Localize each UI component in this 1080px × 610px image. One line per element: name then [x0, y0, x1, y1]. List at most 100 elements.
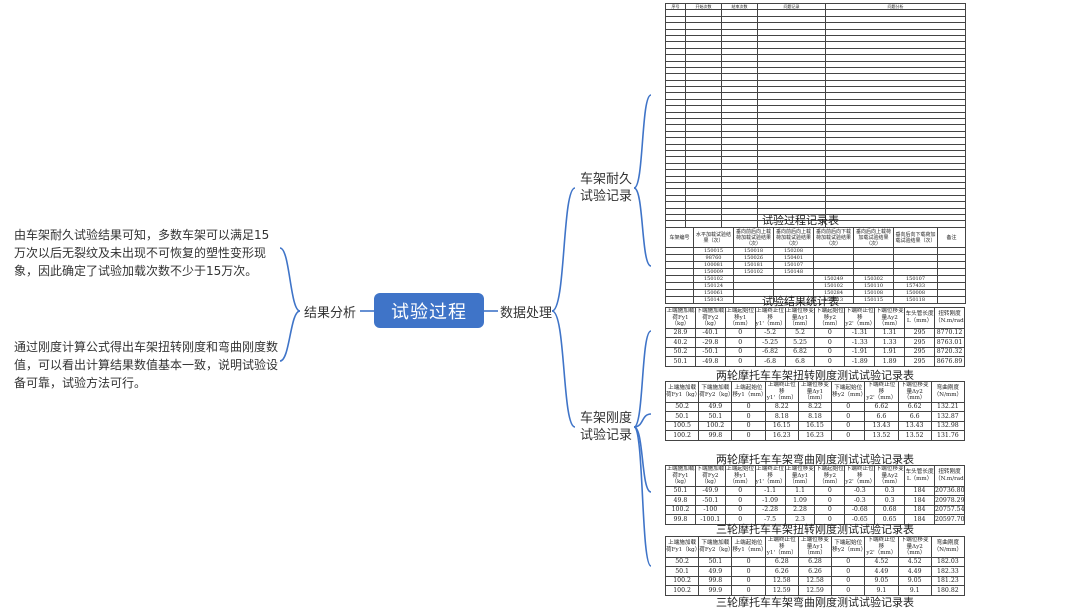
result-analysis-node[interactable]: 结果分析 — [304, 306, 357, 321]
table-cell — [825, 86, 966, 94]
table-cell: 8.18 — [764, 411, 799, 422]
table-cell: 182.03 — [930, 556, 966, 568]
table-cell: 20757.54 — [934, 504, 965, 516]
table-cell: 6.6 — [864, 411, 899, 422]
table-cell: 150302 — [853, 275, 894, 283]
table-cell — [853, 261, 894, 269]
table-cell: 184 — [904, 485, 936, 497]
header-cell: 水平加载试验结果（次） — [693, 227, 734, 248]
edge-rigidity-t4 — [633, 426, 652, 567]
table-cell: 100.2 — [664, 430, 700, 441]
table-cell: 150009 — [693, 268, 734, 276]
table-cell: 6.62 — [897, 401, 932, 413]
table-cell: 0 — [731, 430, 766, 441]
table-cell: 150102 — [813, 282, 854, 290]
table-cell: -50.1 — [694, 495, 726, 506]
table-cell: 6.26 — [764, 566, 799, 577]
table-cell: 4.49 — [864, 566, 899, 577]
edge-durability-stats — [633, 187, 652, 267]
table-cell — [937, 254, 966, 262]
table-cell — [937, 268, 966, 276]
table-cell: 8.18 — [797, 411, 833, 422]
table-cell: 0 — [831, 575, 866, 587]
table-cell: 0 — [814, 504, 846, 516]
table-cell — [665, 261, 694, 269]
table-cell: 4.52 — [897, 556, 932, 568]
header-cell: 上端起始位移y1（mm） — [731, 536, 766, 558]
table-row — [665, 66, 966, 75]
durability-stats-table: 车架编号水平加载试验结果（次）垂向前后向上载荷加载试验结果（次）垂向前后向上载荷… — [665, 227, 966, 304]
header-cell: 下端终止位移y2'（mm） — [844, 307, 876, 329]
header-cell: 上端位移变量Δy1（mm） — [797, 536, 833, 558]
table-cell: 0 — [731, 401, 766, 413]
table-cell: 0 — [731, 411, 766, 422]
table-cell: -1.91 — [844, 346, 876, 358]
table-cell — [773, 275, 814, 283]
table-cell: 0 — [814, 485, 846, 497]
table-cell: 50.2 — [665, 346, 696, 358]
table-cell: 28.9 — [665, 327, 696, 339]
table-cell: 184 — [904, 504, 936, 516]
table-cell: 150018 — [733, 247, 774, 255]
table-row — [665, 60, 966, 68]
table-cell: 8.22 — [764, 401, 799, 413]
header-cell: 上端终止位移y1'（mm） — [764, 381, 799, 403]
rigidity-table-two-wheel-bending: 上端施加载荷Fy1（kg）下端施加载荷Fy2（kg）上端起始位移y1（mm）上端… — [664, 381, 966, 441]
table-cell — [665, 289, 694, 297]
header-cell: 垂向后向下载荷加载试验结果（次） — [893, 227, 938, 248]
table-row — [665, 137, 966, 145]
table-cell: 0 — [831, 401, 866, 413]
rigidity-test-node[interactable]: 车架刚度试验记录 — [579, 411, 632, 443]
analysis-note-rigidity[interactable]: 通过刚度计算公式得出车架扭转刚度和弯曲刚度数值，可以看出计算结果数值基本一致，说… — [14, 340, 279, 390]
table-cell: 100.2 — [698, 420, 733, 432]
table-row — [665, 105, 966, 113]
header-cell: 扭转刚度（N.m/rad） — [934, 307, 965, 329]
table-cell: 6.28 — [797, 556, 833, 568]
header-cell: 下端起始位移y2（mm） — [831, 536, 866, 558]
table-cell: 49.8 — [665, 495, 696, 506]
table-cell: 0 — [724, 485, 756, 497]
header-cell: 垂向前后向上载荷加载试验结果（次） — [773, 227, 814, 248]
table-cell: 0 — [814, 327, 846, 339]
header-cell: 扭转刚度（N.m/rad） — [934, 465, 965, 487]
table-cell: 132.87 — [930, 411, 966, 422]
table-cell: 295 — [904, 337, 936, 348]
table-cell: 150143 — [693, 296, 734, 304]
table-cell — [937, 247, 966, 255]
table-cell: -1.09 — [754, 495, 786, 506]
table-cell: -49.8 — [694, 356, 726, 367]
table-cell: 150061 — [693, 289, 734, 297]
header-cell: 车头管长度L（mm） — [904, 307, 936, 329]
analysis-note-durability[interactable]: 由车架耐久试验结果可知，多数车架可以满足15万次以后无裂纹及未出现不可恢复的塑性… — [14, 228, 270, 278]
table-cell: 150118 — [893, 296, 938, 304]
table-cell — [937, 261, 966, 269]
table-cell: 8770.12 — [934, 327, 965, 339]
table-cell — [937, 275, 966, 283]
header-cell: 上端起始位移y1（mm） — [731, 381, 766, 403]
table-cell: 150249 — [813, 275, 854, 283]
table-cell: 8763.01 — [934, 337, 965, 348]
root-node[interactable]: 试验过程 — [374, 293, 484, 328]
table-cell — [825, 79, 966, 88]
durability-test-node[interactable]: 车架耐久试验记录 — [579, 172, 632, 204]
header-cell: 下端施加载荷Fy2（kg） — [694, 465, 726, 487]
table-cell: 0 — [831, 430, 866, 441]
table-cell: 49.9 — [698, 566, 733, 577]
header-cell: 垂向前后向上载荷加载试验结果（次） — [733, 227, 774, 248]
edge-rigidity-t2 — [633, 413, 652, 428]
table-cell — [665, 296, 694, 304]
table-row — [665, 73, 966, 81]
data-processing-node[interactable]: 数据处理 — [500, 306, 553, 321]
table-cell — [813, 268, 854, 276]
table-cell: 0 — [724, 337, 756, 348]
table-cell: 6.6 — [897, 411, 932, 422]
table-cell: 50.1 — [698, 411, 733, 422]
